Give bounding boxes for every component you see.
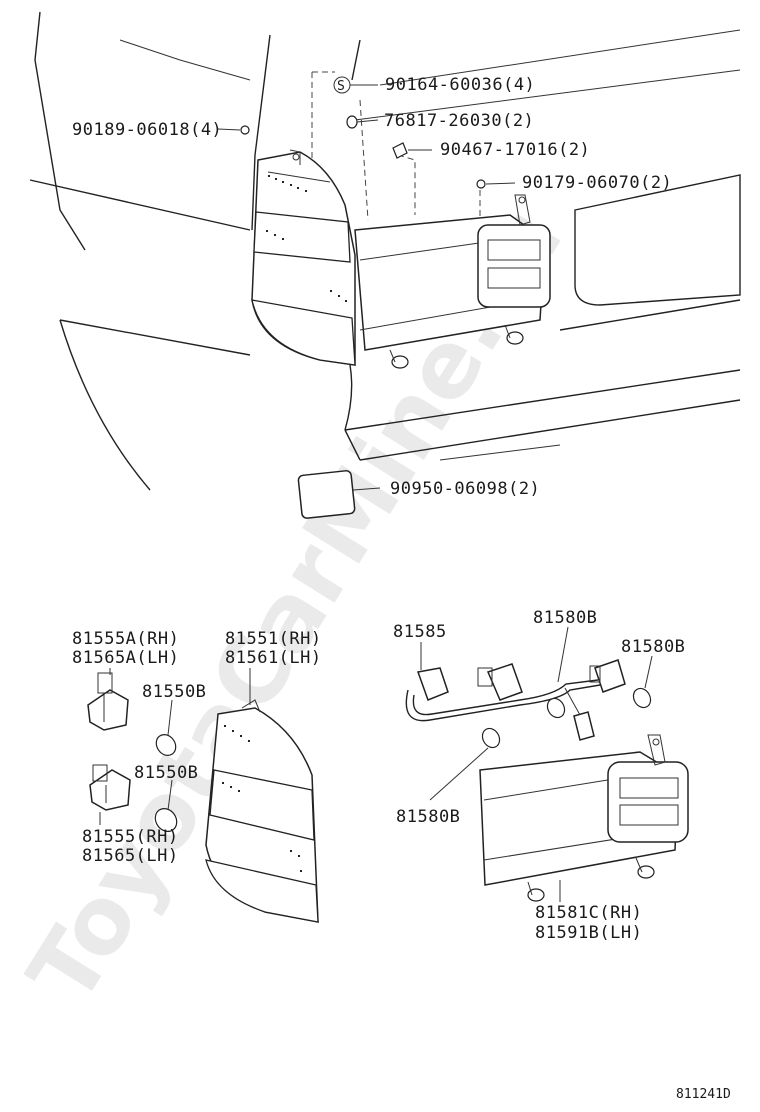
label-90950-06098: 90950-06098(2) bbox=[390, 479, 540, 499]
label-81565-lh: 81565(LH) bbox=[82, 846, 179, 866]
fasteners-top: S bbox=[240, 76, 486, 189]
vehicle-body-outline bbox=[29, 11, 741, 491]
label-81591b-lh: 81591B(LH) bbox=[535, 923, 642, 943]
socket-81555 bbox=[89, 764, 131, 811]
bulb-81580b-b bbox=[632, 687, 652, 709]
leader-lines-bottom-right bbox=[420, 626, 653, 902]
label-81580b-right: 81580B bbox=[621, 637, 685, 657]
bulb-81580b-a bbox=[546, 697, 566, 719]
leader-lines-bottom-left bbox=[99, 668, 251, 825]
diagram-code: 811241D bbox=[676, 1087, 731, 1102]
bulb-81550b-upper bbox=[155, 734, 177, 756]
outer-lamp-lens-81551 bbox=[205, 699, 319, 923]
label-81550b-lower: 81550B bbox=[134, 763, 198, 783]
lamp-cover-plate bbox=[297, 470, 356, 519]
screw-marker-text: S bbox=[337, 79, 345, 94]
label-81581c-rh: 81581C(RH) bbox=[535, 903, 642, 923]
label-76817-26030: 76817-26030(2) bbox=[384, 111, 534, 131]
wire-harness-81585 bbox=[405, 659, 626, 741]
nut-icon-2 bbox=[476, 179, 486, 189]
screw-icon bbox=[392, 142, 408, 159]
rear-combination-lamp-assembly bbox=[251, 149, 356, 366]
label-81561-lh: 81561(LH) bbox=[225, 648, 322, 668]
label-81580b-left: 81580B bbox=[396, 807, 460, 827]
bulb-81580b-c bbox=[481, 727, 501, 749]
label-81555a-rh: 81555A(RH) bbox=[72, 629, 179, 649]
label-90189-06018: 90189-06018(4) bbox=[72, 120, 222, 140]
label-81555-rh: 81555(RH) bbox=[82, 827, 179, 847]
leader-lines-top bbox=[217, 84, 516, 491]
lamp-lens-dots bbox=[266, 175, 347, 302]
clip-icon bbox=[346, 115, 358, 129]
inner-lamp-81581c bbox=[479, 734, 689, 902]
label-90467-17016: 90467-17016(2) bbox=[440, 140, 590, 160]
label-81585: 81585 bbox=[393, 622, 447, 642]
label-81565a-lh: 81565A(LH) bbox=[72, 648, 179, 668]
label-81551-rh: 81551(RH) bbox=[225, 629, 322, 649]
socket-81555a bbox=[87, 672, 129, 731]
nut-icon bbox=[240, 125, 250, 135]
label-90179-06070: 90179-06070(2) bbox=[522, 173, 672, 193]
label-90164-60036: 90164-60036(4) bbox=[385, 75, 535, 95]
back-up-lamp-assembly bbox=[354, 194, 551, 369]
label-81550b-upper: 81550B bbox=[142, 682, 206, 702]
label-81580b-top: 81580B bbox=[533, 608, 597, 628]
bulb-81550b-lower bbox=[154, 808, 178, 832]
